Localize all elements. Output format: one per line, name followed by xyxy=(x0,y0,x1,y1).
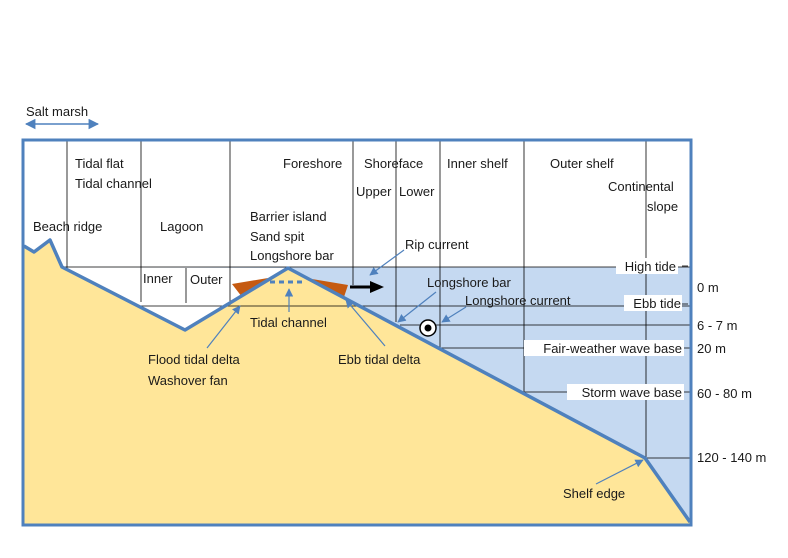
label-ebb-tidal-delta: Ebb tidal delta xyxy=(338,352,421,367)
label-flood-tidal-delta: Flood tidal delta xyxy=(148,352,241,367)
label-longshore-bar-top: Longshore bar xyxy=(250,248,335,263)
sea-water xyxy=(62,267,690,522)
rip-current-arrow xyxy=(350,281,384,293)
label-upper: Upper xyxy=(356,184,392,199)
label-longshore-current: Longshore current xyxy=(465,293,571,308)
label-outer-shelf: Outer shelf xyxy=(550,156,614,171)
label-continental: Continental xyxy=(608,179,674,194)
depth-120-140m: 120 - 140 m xyxy=(697,450,766,465)
tide-ticks xyxy=(682,265,688,305)
label-barrier-island: Barrier island xyxy=(250,209,327,224)
label-fair-weather-wave-base: Fair-weather wave base xyxy=(543,341,682,356)
sand-land xyxy=(24,240,690,525)
label-rip-current: Rip current xyxy=(405,237,469,252)
ground-surface xyxy=(23,238,692,524)
label-slope: slope xyxy=(647,199,678,214)
label-foreshore: Foreshore xyxy=(283,156,342,171)
level-labels: High tide Ebb tide Fair-weather wave bas… xyxy=(524,258,684,400)
diagram-frame xyxy=(21,138,693,527)
depth-0m: 0 m xyxy=(697,280,719,295)
label-salt-marsh: Salt marsh xyxy=(26,104,88,119)
flood-tidal-delta-shape xyxy=(232,278,268,297)
label-high-tide: High tide xyxy=(625,259,676,274)
label-lagoon: Lagoon xyxy=(160,219,203,234)
label-tidal-channel-top: Tidal channel xyxy=(75,176,152,191)
label-outer: Outer xyxy=(190,272,223,287)
longshore-current-symbol xyxy=(419,319,437,337)
pointer-arrows xyxy=(206,249,644,485)
label-washover-fan: Washover fan xyxy=(148,373,228,388)
label-inner-shelf: Inner shelf xyxy=(447,156,508,171)
label-sand-spit: Sand spit xyxy=(250,229,305,244)
label-beach-ridge: Beach ridge xyxy=(33,219,102,234)
label-tidal-channel: Tidal channel xyxy=(250,315,327,330)
label-shoreface: Shoreface xyxy=(364,156,423,171)
label-ebb-tide: Ebb tide xyxy=(633,296,681,311)
label-longshore-bar: Longshore bar xyxy=(427,275,512,290)
label-lower: Lower xyxy=(399,184,435,199)
depth-60-80m: 60 - 80 m xyxy=(697,386,752,401)
label-shelf-edge: Shelf edge xyxy=(563,486,625,501)
label-tidal-flat: Tidal flat xyxy=(75,156,124,171)
depth-6-7m: 6 - 7 m xyxy=(697,318,737,333)
depth-20m: 20 m xyxy=(697,341,726,356)
label-inner: Inner xyxy=(143,271,173,286)
label-storm-wave-base: Storm wave base xyxy=(582,385,682,400)
